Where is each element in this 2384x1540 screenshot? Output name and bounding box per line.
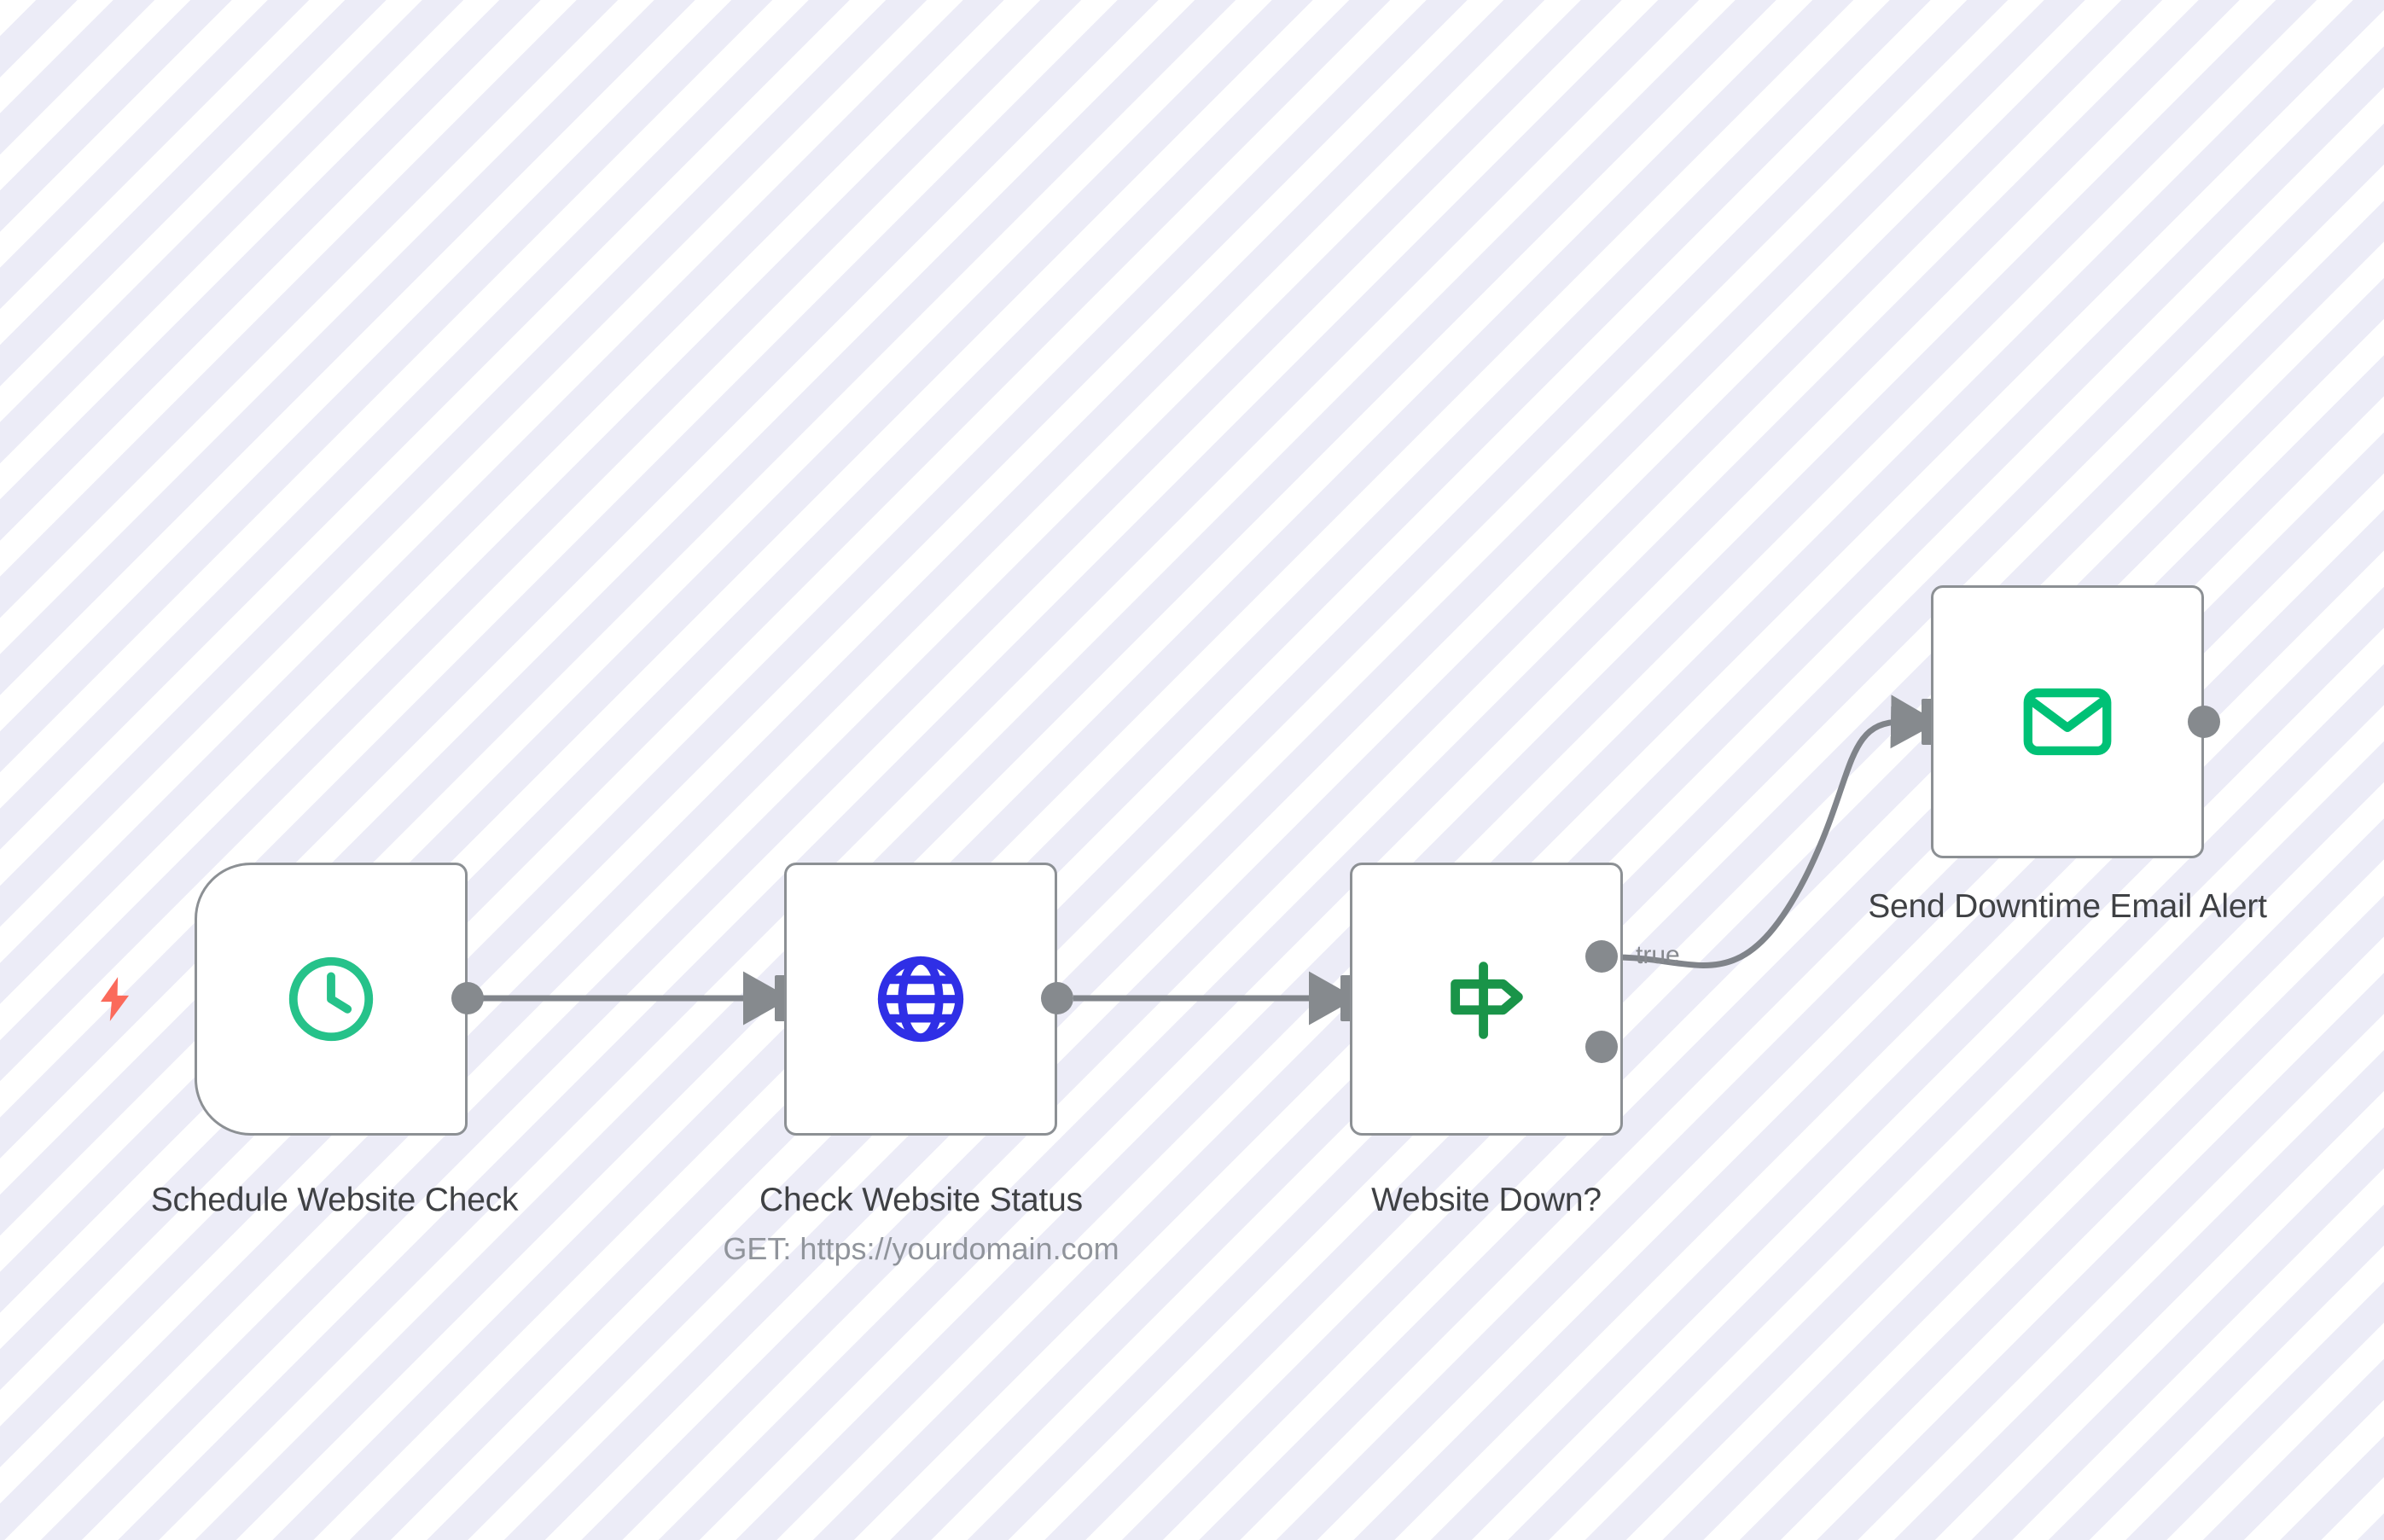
output-port-website-down-true[interactable] [1585,940,1618,973]
output-port-send-downtime-email-alert[interactable] [2188,706,2220,738]
signpost-icon [1451,962,1523,1039]
lightning-bolt-icon [100,977,130,1021]
node-sublabel-check-website-status: GET: https://yourdomain.com [723,1231,1119,1266]
clock-icon [288,956,374,1042]
output-port-website-down-false[interactable] [1585,1031,1618,1063]
node-label-website-down: Website Down? [1371,1182,1602,1218]
node-label-send-downtime-email-alert: Send Downtime Email Alert [1868,888,2267,925]
envelope-icon [2023,688,2112,756]
node-label-check-website-status: Check Website Status [759,1182,1083,1218]
output-label-website-down-true: true [1636,941,1680,969]
output-port-schedule-website-check[interactable] [451,982,484,1014]
output-port-check-website-status[interactable] [1041,982,1073,1014]
edge-switch-true-to-email[interactable] [1616,694,1939,968]
globe-icon [877,956,964,1043]
node-schedule-website-check[interactable] [195,863,468,1136]
node-label-schedule-website-check: Schedule Website Check [150,1182,519,1218]
node-send-downtime-email-alert[interactable] [1931,585,2204,858]
node-website-down[interactable] [1350,863,1623,1136]
node-check-website-status[interactable] [784,863,1057,1136]
